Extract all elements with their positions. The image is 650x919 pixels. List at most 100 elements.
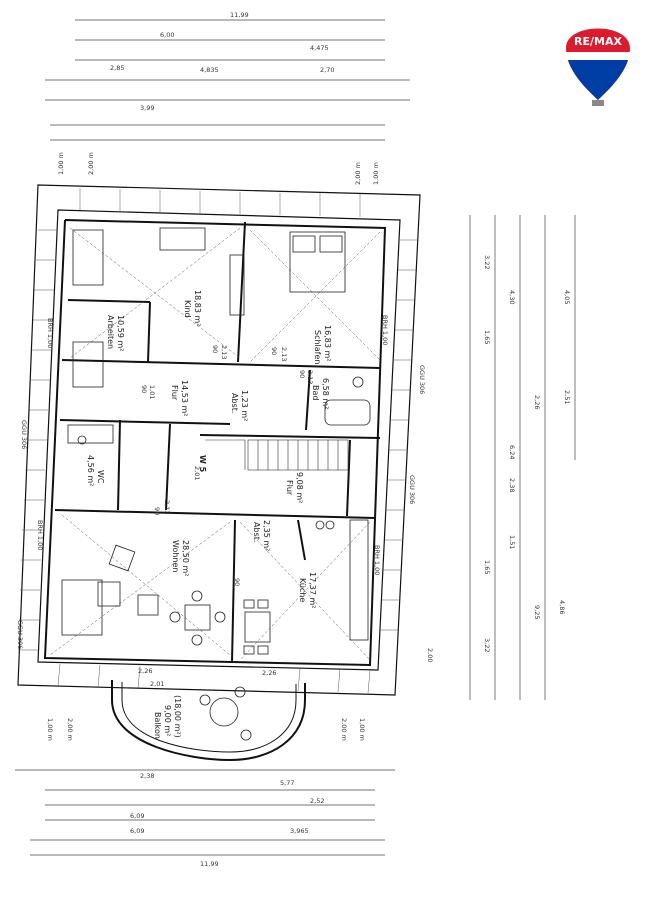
remax-balloon-logo: RE/MAX <box>566 28 630 106</box>
dim-right-13: 3,22 <box>483 638 491 652</box>
dim-bottom-7: 2,38 <box>140 772 154 780</box>
room-schlafen-area: 16,83 m² <box>323 325 332 361</box>
washbasin-icon <box>77 435 87 445</box>
top-dimensions <box>45 19 410 141</box>
right-dimensions <box>469 215 576 700</box>
logo-text: RE/MAX <box>574 35 622 48</box>
dim-right-9: 1,51 <box>508 535 516 549</box>
dim-top-7: 3,99 <box>140 104 154 112</box>
dim-bottom-9: 2,26 <box>138 667 152 675</box>
walls <box>43 219 387 667</box>
door-label-11: 90 <box>298 370 306 378</box>
door-label-6: 2,13 <box>163 500 171 514</box>
bottom-dimensions <box>15 769 395 856</box>
dim-bottom-14: 1,00 m <box>358 718 366 741</box>
dim-bottom-10: 2,26 <box>262 669 276 677</box>
door-label-10: 1,01 <box>148 385 156 399</box>
dim-right-12: 4,86 <box>558 600 566 614</box>
dim-right-1: 3,22 <box>483 255 491 269</box>
dim-top-8: 1,00 m <box>57 152 65 175</box>
room-bad-name: Bad <box>311 385 320 400</box>
room-abst1-area: 1,23 m² <box>240 390 249 421</box>
room-kind-area: 18,83 m² <box>193 290 202 326</box>
dim-top-5: 4,835 <box>200 66 219 74</box>
room-arbeiten-name: Arbeiten <box>106 315 115 349</box>
dim-top-2: 6,00 <box>160 31 174 39</box>
armchair-icon-2 <box>137 594 159 616</box>
dim-right-6: 2,51 <box>563 390 571 404</box>
dim-bottom-6: 5,77 <box>280 779 294 787</box>
dim-top-9: 2,00 m <box>87 152 95 175</box>
dim-bottom-4: 3,965 <box>290 827 309 835</box>
dim-top-6: 2,70 <box>320 66 334 74</box>
door-label-8: 2,01 <box>193 466 201 480</box>
dim-right-2: 4,30 <box>508 290 516 304</box>
room-bad-area: 6,58 m² <box>321 378 330 409</box>
wall-label-1: GGU 306 <box>20 420 28 449</box>
room-kueche-area: 17,37 m² <box>308 572 317 608</box>
door-label-12: 2,13 <box>306 370 314 384</box>
stairs-label: W 5 <box>198 455 207 473</box>
dining-table-icon <box>184 604 211 631</box>
door-label-3: 90 <box>270 347 278 355</box>
wall-label-7: BRH 1,00 <box>36 520 44 550</box>
desk-icon <box>159 227 206 251</box>
room-flur1-name: Flur <box>170 385 179 401</box>
door-label-2: 2,13 <box>220 345 228 359</box>
door-label-7: 90 <box>233 578 241 586</box>
room-kueche-name: Küche <box>298 578 307 602</box>
dim-right-4: 1,65 <box>483 330 491 344</box>
door-label-1: 90 <box>211 345 219 353</box>
dim-bottom-12: 2,00 m <box>66 718 74 741</box>
room-wc-name: WC <box>96 470 105 484</box>
counter-icon <box>67 424 114 444</box>
room-flur1-area: 14,53 m² <box>180 380 189 416</box>
dim-top-1: 11,99 <box>230 11 249 19</box>
room-wohnen-area: 28,50 m² <box>181 540 190 576</box>
stairs <box>205 439 349 471</box>
coffee-table-icon <box>97 581 121 607</box>
wall-label-4: GGU 306 <box>16 620 24 649</box>
dim-bottom-11: 1,00 m <box>46 718 54 741</box>
dim-right-8: 2,38 <box>508 478 516 492</box>
room-balkon-area2: (18,00 m²) <box>173 695 182 738</box>
dim-bottom-1: 11,99 <box>200 860 219 868</box>
bathtub-icon <box>324 399 371 426</box>
room-balkon-area: 9,00 m² <box>163 705 172 736</box>
dim-top-3: 4,475 <box>310 44 329 52</box>
furniture <box>61 227 371 655</box>
kitchen-counter-icon <box>349 519 369 641</box>
dim-right-3: 4,05 <box>563 290 571 304</box>
room-kind-name: Kind <box>183 300 192 318</box>
room-abst2-name: Abst. <box>252 522 261 542</box>
wall-label-8: BRH 1,00 <box>373 545 381 575</box>
balcony-table-icon <box>209 697 239 727</box>
dim-bottom-13: 2,00 m <box>340 718 348 741</box>
dim-bottom-2: 6,09 <box>130 812 144 820</box>
wall-label-5: BRH 1,00 <box>46 318 54 348</box>
room-wc-area: 4,56 m² <box>86 455 95 486</box>
dim-top-11: 1,00 m <box>372 162 380 185</box>
dim-top-4: 2,85 <box>110 64 124 72</box>
wall-label-2: GGU 306 <box>418 365 426 394</box>
door-label-9: 90 <box>140 385 148 393</box>
room-balkon-name: Balkon <box>153 712 162 739</box>
room-flur2-name: Flur <box>285 480 294 496</box>
door-label-4: 2,13 <box>280 347 288 361</box>
dim-bottom-8: 2,01 <box>150 680 164 688</box>
sink-icon <box>352 376 364 388</box>
wall-label-3: GGU 306 <box>408 475 416 504</box>
dim-bottom-3: 6,09 <box>130 827 144 835</box>
dim-right-5: 2,26 <box>533 395 541 409</box>
dim-right-7: 6,24 <box>508 445 516 459</box>
desk-icon-2 <box>72 341 104 388</box>
room-abst1-name: Abst. <box>230 393 239 413</box>
dim-right-10: 1,65 <box>483 560 491 574</box>
double-bed-icon <box>289 231 346 293</box>
balcony <box>111 680 306 762</box>
sofa-icon <box>61 579 103 636</box>
room-schlafen-name: Schlafen <box>313 330 322 364</box>
kitchen-table-icon <box>244 611 271 643</box>
wardrobe-icon <box>229 254 245 316</box>
